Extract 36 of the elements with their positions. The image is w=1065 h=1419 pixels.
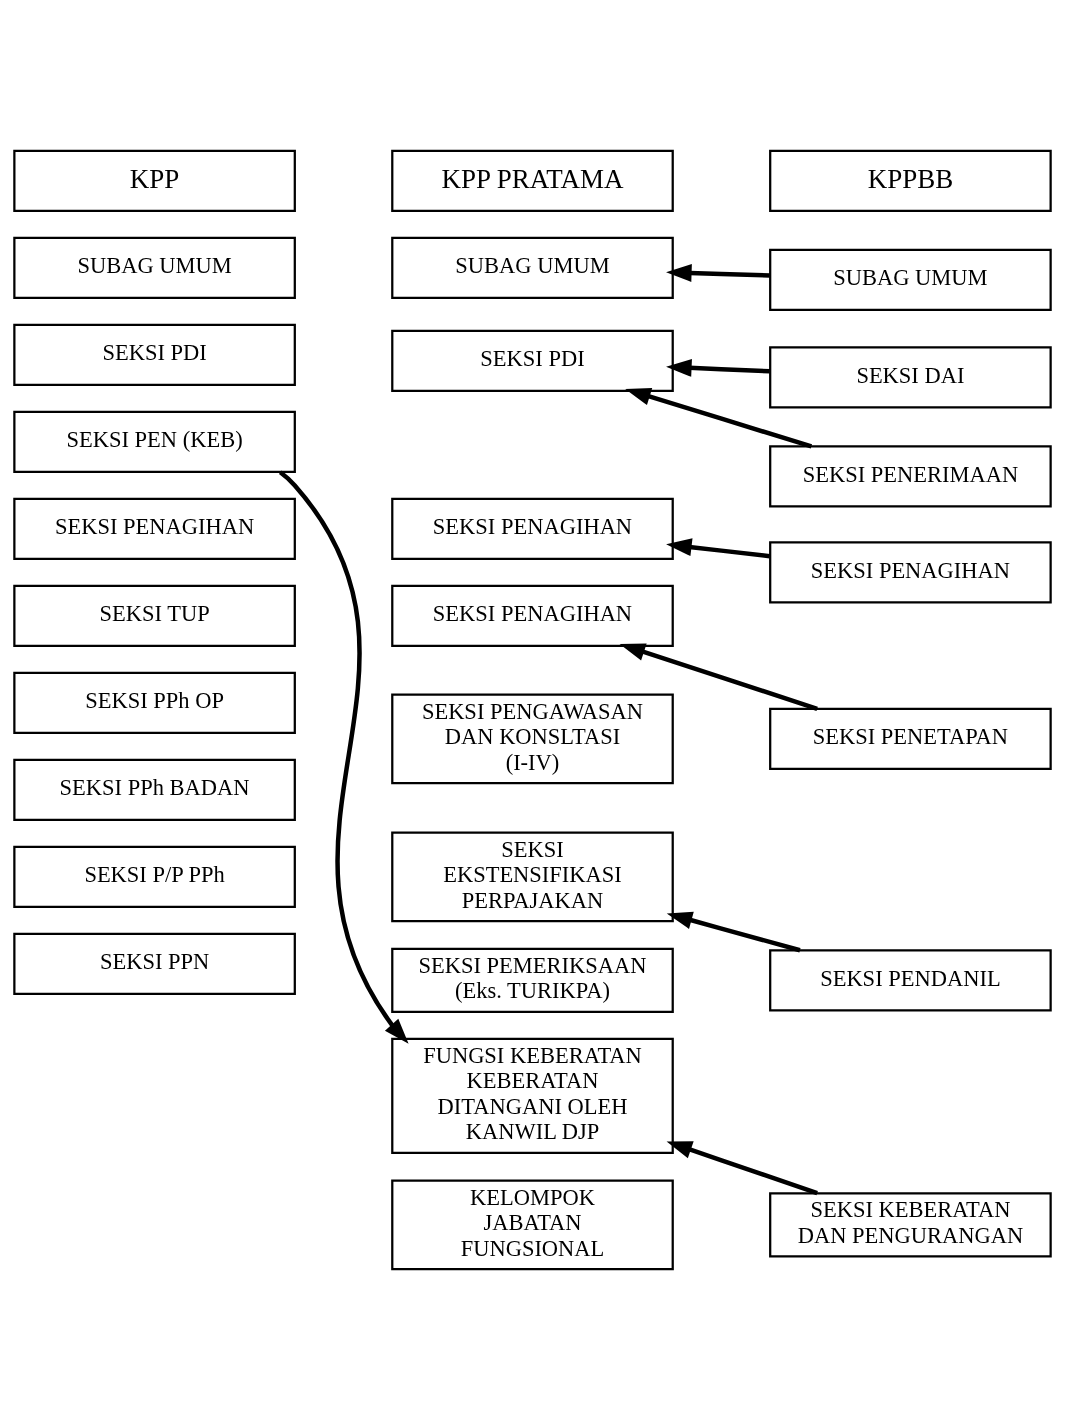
arrow: [666, 537, 771, 558]
arrow: [666, 263, 770, 282]
node-box: SEKSI PENAGIHAN: [391, 497, 674, 560]
node-box: KELOMPOK JABATAN FUNGSIONAL: [391, 1178, 674, 1270]
node-box: SUBAG UMUM: [13, 236, 296, 299]
node-box: KPP PRATAMA: [391, 149, 674, 212]
arrow: [278, 470, 409, 1044]
arrow: [666, 1140, 818, 1195]
node-box: SEKSI PPN: [13, 932, 296, 995]
node-box: SEKSI TUP: [13, 584, 296, 647]
arrow: [619, 642, 818, 711]
node-box: SEKSI PENAGIHAN: [769, 540, 1052, 604]
node-box: SEKSI PPh BADAN: [13, 758, 296, 821]
node-box: SEKSI KEBERATAN DAN PENGURANGAN: [769, 1191, 1052, 1257]
node-box: SEKSI PENAGIHAN: [391, 584, 674, 647]
node-box: SEKSI DAI: [769, 345, 1052, 409]
node-box: SEKSI P/P PPh: [13, 845, 296, 908]
node-box: SEKSI PDI: [13, 323, 296, 386]
node-box: SEKSI PEN (KEB): [13, 410, 296, 473]
node-box: SEKSI PENDANIL: [769, 948, 1052, 1011]
arrow: [625, 387, 813, 449]
node-box: SEKSI EKSTENSIFIKASI PERPAJAKAN: [391, 830, 674, 922]
node-box: SUBAG UMUM: [391, 236, 674, 299]
node-box: SEKSI PDI: [391, 329, 674, 392]
node-box: SEKSI PENETAPAN: [769, 707, 1052, 770]
node-box: FUNGSI KEBERATAN KEBERATAN DITANGANI OLEH KANWIL DJP: [391, 1037, 674, 1154]
node-box: SEKSI PENAGIHAN: [13, 497, 296, 560]
arrow: [666, 911, 801, 952]
node-box: SUBAG UMUM: [769, 248, 1052, 311]
node-box: KPPBB: [769, 149, 1052, 212]
node-box: KPP: [13, 149, 296, 212]
node-box: SEKSI PPh OP: [13, 671, 296, 734]
node-box: SEKSI PENGAWASAN DAN KONSLTASI (I-IV): [391, 693, 674, 784]
node-box: SEKSI PEMERIKSAAN (Eks. TURIKPA): [391, 947, 674, 1013]
node-box: SEKSI PENERIMAAN: [769, 444, 1052, 508]
arrow: [666, 358, 770, 377]
